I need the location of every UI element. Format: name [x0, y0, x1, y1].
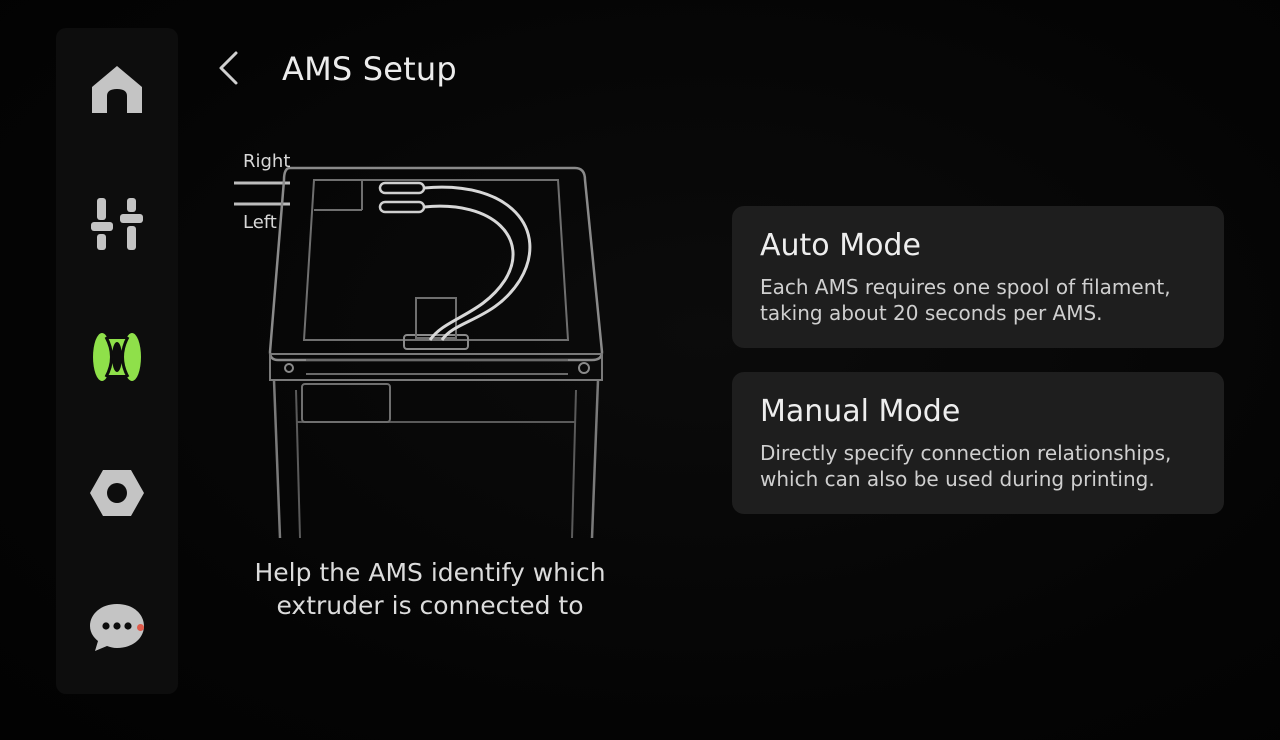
sidebar-item-settings[interactable] — [56, 438, 178, 548]
hex-nut-icon — [89, 468, 145, 518]
chat-bubble-icon — [88, 601, 146, 653]
printer-diagram — [234, 166, 604, 539]
manual-mode-card[interactable]: Manual Mode Directly specify connection … — [732, 372, 1224, 514]
auto-mode-desc-line-1: Each AMS requires one spool of filament, — [760, 275, 1171, 299]
help-text: Help the AMS identify which extruder is … — [200, 556, 660, 622]
page-title: AMS Setup — [282, 50, 457, 88]
manual-mode-desc-line-1: Directly specify connection relationship… — [760, 441, 1172, 465]
sidebar-item-controls[interactable] — [56, 168, 178, 278]
back-button[interactable] — [206, 48, 250, 92]
spool-icon — [92, 331, 142, 383]
auto-mode-title: Auto Mode — [760, 228, 921, 263]
manual-mode-desc-line-2: which can also be used during printing. — [760, 467, 1155, 491]
sidebar — [56, 28, 178, 694]
sidebar-item-home[interactable] — [56, 34, 178, 144]
help-text-line-1: Help the AMS identify which — [254, 558, 606, 587]
sliders-icon — [89, 196, 145, 250]
home-icon — [90, 63, 144, 115]
auto-mode-card[interactable]: Auto Mode Each AMS requires one spool of… — [732, 206, 1224, 348]
sidebar-item-messages[interactable] — [56, 572, 178, 682]
chevron-left-icon — [216, 50, 240, 90]
manual-mode-title: Manual Mode — [760, 394, 961, 429]
printer-illustration — [230, 140, 630, 540]
auto-mode-desc-line-2: taking about 20 seconds per AMS. — [760, 301, 1103, 325]
sidebar-item-filament[interactable] — [56, 302, 178, 412]
left-extruder-label: Left — [243, 212, 277, 233]
help-text-line-2: extruder is connected to — [276, 591, 584, 620]
right-extruder-label: Right — [243, 151, 291, 172]
notification-dot — [137, 624, 144, 631]
